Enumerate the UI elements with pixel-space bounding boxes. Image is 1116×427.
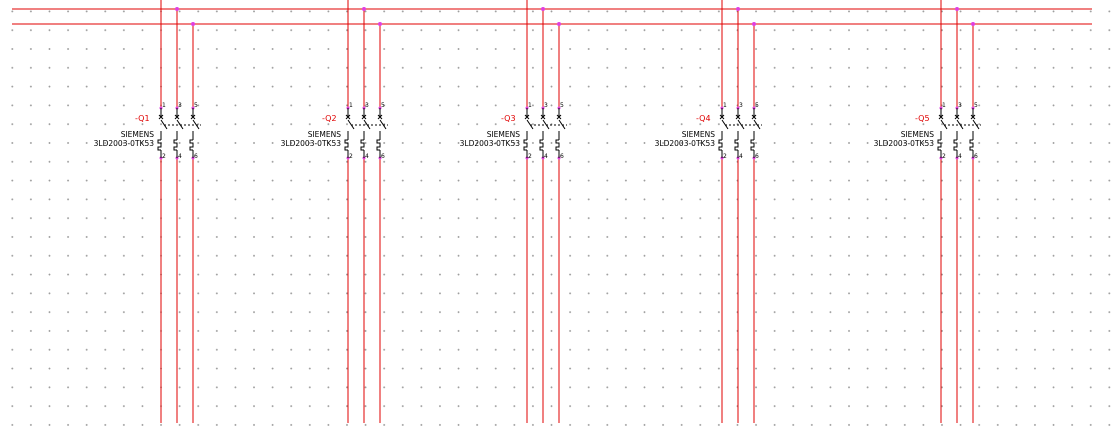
pin-number-bottom: 2 (942, 153, 946, 160)
breaker-pole-symbol (734, 108, 745, 158)
circuit-breaker-q5[interactable] (937, 106, 981, 160)
pin-number-bottom: 4 (178, 153, 182, 160)
breaker-pole-symbol (376, 108, 387, 158)
breaker-pole-symbol (360, 108, 371, 158)
breaker-pole-symbol (344, 108, 355, 158)
pin-number-top: 1 (528, 102, 532, 109)
manufacturer-label: SIEMENS (681, 130, 715, 139)
junction-node[interactable] (175, 7, 179, 11)
manufacturer-label: SIEMENS (307, 130, 341, 139)
pin-number-top: 3 (958, 102, 962, 109)
manufacturer-label: SIEMENS (486, 130, 520, 139)
pin-number-bottom: 2 (349, 153, 353, 160)
breaker-pole-symbol (555, 108, 566, 158)
junction-node[interactable] (736, 7, 740, 11)
junction-node[interactable] (971, 22, 975, 26)
pin-number-bottom: 6 (194, 153, 198, 160)
part-number-label: 3LD2003-0TK53 (873, 139, 934, 148)
part-number-label: 3LD2003-0TK53 (459, 139, 520, 148)
pin-number-bottom: 2 (723, 153, 727, 160)
pin-number-top: 5 (560, 102, 564, 109)
junction-node[interactable] (955, 7, 959, 11)
pin-number-top: 1 (723, 102, 727, 109)
pin-number-top: 5 (755, 102, 759, 109)
circuit-breaker-q1[interactable] (157, 106, 201, 160)
breaker-pole-symbol (539, 108, 550, 158)
breaker-pole-symbol (189, 108, 200, 158)
pin-number-bottom: 4 (739, 153, 743, 160)
pin-number-bottom: 2 (528, 153, 532, 160)
breaker-pole-symbol (157, 108, 168, 158)
component-tag: -Q4 (696, 114, 711, 123)
component-tag: -Q3 (501, 114, 516, 123)
breaker-pole-symbol (953, 108, 964, 158)
pin-number-top: 3 (365, 102, 369, 109)
pin-number-bottom: 6 (755, 153, 759, 160)
component-tag: -Q1 (135, 114, 150, 123)
pin-number-top: 5 (974, 102, 978, 109)
part-number-label: 3LD2003-0TK53 (93, 139, 154, 148)
pin-number-bottom: 4 (544, 153, 548, 160)
pin-number-top: 1 (349, 102, 353, 109)
pin-number-top: 5 (194, 102, 198, 109)
breaker-pole-symbol (969, 108, 980, 158)
circuit-breaker-q3[interactable] (523, 106, 567, 160)
breaker-pole-symbol (523, 108, 534, 158)
pin-number-top: 1 (162, 102, 166, 109)
junction-node[interactable] (191, 22, 195, 26)
pin-number-bottom: 6 (560, 153, 564, 160)
pin-number-top: 1 (942, 102, 946, 109)
junction-node[interactable] (362, 7, 366, 11)
junction-node[interactable] (541, 7, 545, 11)
component-tag: -Q5 (915, 114, 930, 123)
circuit-breaker-q4[interactable] (718, 106, 762, 160)
manufacturer-label: SIEMENS (900, 130, 934, 139)
part-number-label: 3LD2003-0TK53 (280, 139, 341, 148)
component-tag: -Q2 (322, 114, 337, 123)
breaker-pole-symbol (718, 108, 729, 158)
pin-number-bottom: 2 (162, 153, 166, 160)
breaker-pole-symbol (937, 108, 948, 158)
pin-number-bottom: 6 (381, 153, 385, 160)
junction-node[interactable] (557, 22, 561, 26)
pin-number-bottom: 4 (958, 153, 962, 160)
manufacturer-label: SIEMENS (120, 130, 154, 139)
pin-number-bottom: 4 (365, 153, 369, 160)
junction-node[interactable] (752, 22, 756, 26)
junction-node[interactable] (378, 22, 382, 26)
pin-number-top: 3 (544, 102, 548, 109)
breaker-pole-symbol (750, 108, 761, 158)
pin-number-top: 3 (178, 102, 182, 109)
pin-number-top: 3 (739, 102, 743, 109)
pin-number-top: 5 (381, 102, 385, 109)
breaker-pole-symbol (173, 108, 184, 158)
part-number-label: 3LD2003-0TK53 (654, 139, 715, 148)
pin-number-bottom: 6 (974, 153, 978, 160)
circuit-breaker-q2[interactable] (344, 106, 388, 160)
